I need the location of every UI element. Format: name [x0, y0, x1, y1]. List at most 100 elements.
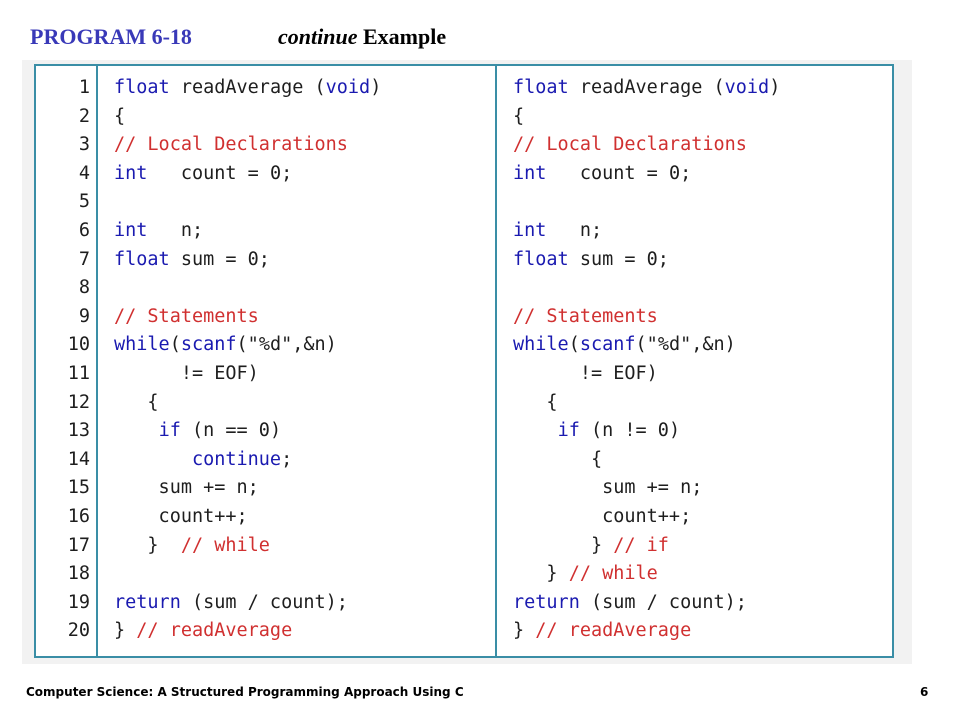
code-text — [513, 420, 558, 441]
code-keyword: int — [513, 162, 547, 184]
code-keyword: float — [114, 77, 170, 98]
code-text: ("%d",&n) — [635, 334, 736, 356]
code-comment: // Local Declarations — [114, 134, 348, 156]
code-text: ( — [568, 334, 580, 356]
code-comment: // readAverage — [136, 620, 293, 642]
code-comment: // Statements — [513, 305, 658, 327]
code-text: n; — [546, 219, 603, 241]
left-code-line: continue; — [114, 446, 494, 475]
line-number: 2 — [78, 105, 90, 127]
code-text: { — [114, 391, 159, 413]
code-keyword: while — [114, 334, 170, 356]
code-text: ) — [769, 77, 781, 98]
code-text — [114, 449, 192, 470]
code-text: } — [114, 534, 181, 556]
left-code-line: sum += n; — [114, 474, 494, 503]
code-keyword: int — [114, 219, 148, 241]
right-code-line: count++; — [513, 503, 893, 532]
code-comment: // while — [568, 563, 658, 585]
slide-title: PROGRAM 6-18 continue Example — [30, 24, 446, 50]
left-code-line — [114, 560, 494, 589]
code-keyword: continue — [191, 448, 282, 470]
code-text: } — [513, 563, 569, 585]
right-code-line: } // while — [513, 560, 893, 589]
line-number: 11 — [67, 362, 90, 384]
right-code-line: // Statements — [513, 303, 893, 332]
code-keyword: void — [724, 77, 770, 98]
right-code-line: return (sum / count); — [513, 589, 893, 618]
right-code-line: float readAverage (void) — [513, 74, 893, 103]
line-number: 6 — [78, 219, 90, 241]
code-keyword: float — [513, 248, 569, 270]
code-text: readAverage ( — [169, 77, 326, 98]
left-code-line: int n; — [114, 217, 494, 246]
code-text: sum = 0; — [169, 248, 270, 270]
right-code-column: float readAverage (void){// Local Declar… — [513, 74, 893, 646]
code-text: } — [513, 534, 614, 556]
code-text: sum += n; — [114, 477, 259, 499]
code-text: n; — [147, 219, 204, 241]
code-keyword: scanf — [180, 334, 237, 356]
right-code-line: } // if — [513, 532, 893, 561]
line-number: 3 — [78, 134, 90, 156]
code-text: sum += n; — [513, 477, 703, 499]
line-number: 18 — [67, 563, 90, 585]
code-text: != EOF) — [114, 362, 259, 384]
code-text: { — [513, 448, 603, 470]
left-code-line: { — [114, 103, 494, 132]
code-comment: // Statements — [114, 305, 259, 327]
program-label: PROGRAM 6-18 — [30, 24, 192, 49]
line-number-divider — [96, 66, 98, 656]
line-number: 4 — [78, 162, 90, 184]
line-number: 8 — [78, 277, 90, 299]
left-code-line: int count = 0; — [114, 160, 494, 189]
left-code-line: // Statements — [114, 303, 494, 332]
line-number: 19 — [67, 591, 90, 613]
code-text: { — [513, 391, 558, 413]
left-code-line: if (n == 0) — [114, 417, 494, 446]
left-code-line: != EOF) — [114, 360, 494, 389]
code-text: ("%d",&n) — [236, 334, 337, 356]
code-comment: // readAverage — [535, 620, 692, 642]
code-keyword: int — [114, 162, 148, 184]
line-number: 9 — [78, 305, 90, 327]
code-text: ) — [370, 77, 382, 98]
code-keyword: if — [158, 420, 181, 442]
code-text: count = 0; — [546, 162, 692, 184]
code-keyword: int — [513, 219, 547, 241]
left-code-line — [114, 188, 494, 217]
code-comment: // Local Declarations — [513, 134, 747, 156]
code-text: count++; — [513, 505, 692, 527]
line-number: 16 — [67, 505, 90, 527]
code-text: sum = 0; — [568, 248, 669, 270]
code-keyword: if — [557, 420, 580, 442]
code-keyword: float — [513, 77, 569, 98]
code-column-divider — [495, 66, 497, 656]
code-text: (n == 0) — [180, 420, 282, 442]
line-number: 17 — [67, 534, 90, 556]
right-code-line: if (n != 0) — [513, 417, 893, 446]
subtitle-text: Example — [357, 24, 447, 49]
line-number: 20 — [67, 620, 90, 642]
code-text: count++; — [114, 505, 248, 527]
code-text: (sum / count); — [180, 591, 348, 613]
subtitle-keyword: continue — [278, 24, 358, 49]
line-number: 1 — [78, 77, 90, 98]
right-code-line: int n; — [513, 217, 893, 246]
code-keyword: while — [513, 334, 569, 356]
right-code-line: { — [513, 389, 893, 418]
footer-book-title: Computer Science: A Structured Programmi… — [26, 685, 464, 699]
right-code-line: { — [513, 103, 893, 132]
right-code-line: { — [513, 446, 893, 475]
left-code-line: // Local Declarations — [114, 131, 494, 160]
code-text: } — [513, 620, 536, 642]
code-keyword: void — [325, 77, 371, 98]
right-code-line: while(scanf("%d",&n) — [513, 331, 893, 360]
right-code-line — [513, 274, 893, 303]
right-code-line: sum += n; — [513, 474, 893, 503]
code-text: != EOF) — [513, 362, 658, 384]
left-code-line: float readAverage (void) — [114, 74, 494, 103]
line-number: 10 — [67, 334, 90, 356]
left-code-line — [114, 274, 494, 303]
code-text — [114, 420, 159, 441]
